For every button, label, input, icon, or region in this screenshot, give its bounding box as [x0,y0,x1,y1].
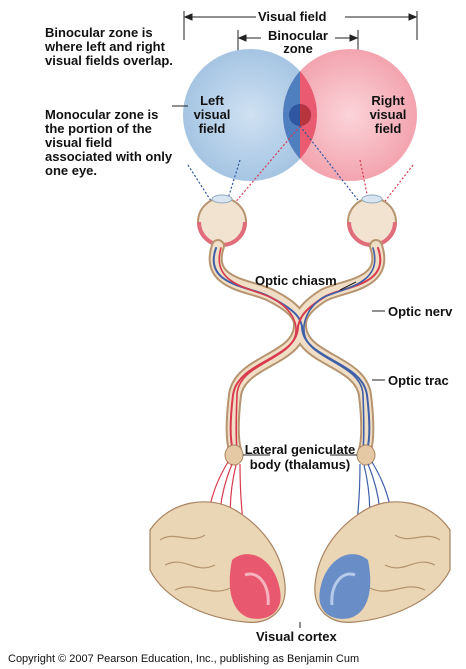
visual-cortex-label: Visual cortex [256,630,337,643]
monocular-zone-note: Monocular zone is the portion of the vis… [45,108,175,178]
right-eye [348,195,396,246]
binocular-zone-note: Binocular zone is where left and right v… [45,26,185,68]
right-visual-field-label: Right visual field [366,94,410,136]
lateral-geniculate-label: Lateral geniculate body (thalamus) [242,442,358,472]
optic-chiasm-label: Optic chiasm [255,274,337,287]
optic-tract-label: Optic trac [388,374,449,387]
visual-field-label: Visual field [258,10,326,23]
copyright-notice: Copyright © 2007 Pearson Education, Inc.… [8,653,359,665]
optic-nerve-label: Optic nerv [388,305,452,318]
left-visual-field-label: Left visual field [190,94,234,136]
left-eye [198,195,246,246]
occipital-lobes [150,502,450,623]
binocular-zone-label: Binocular zone [259,29,337,55]
